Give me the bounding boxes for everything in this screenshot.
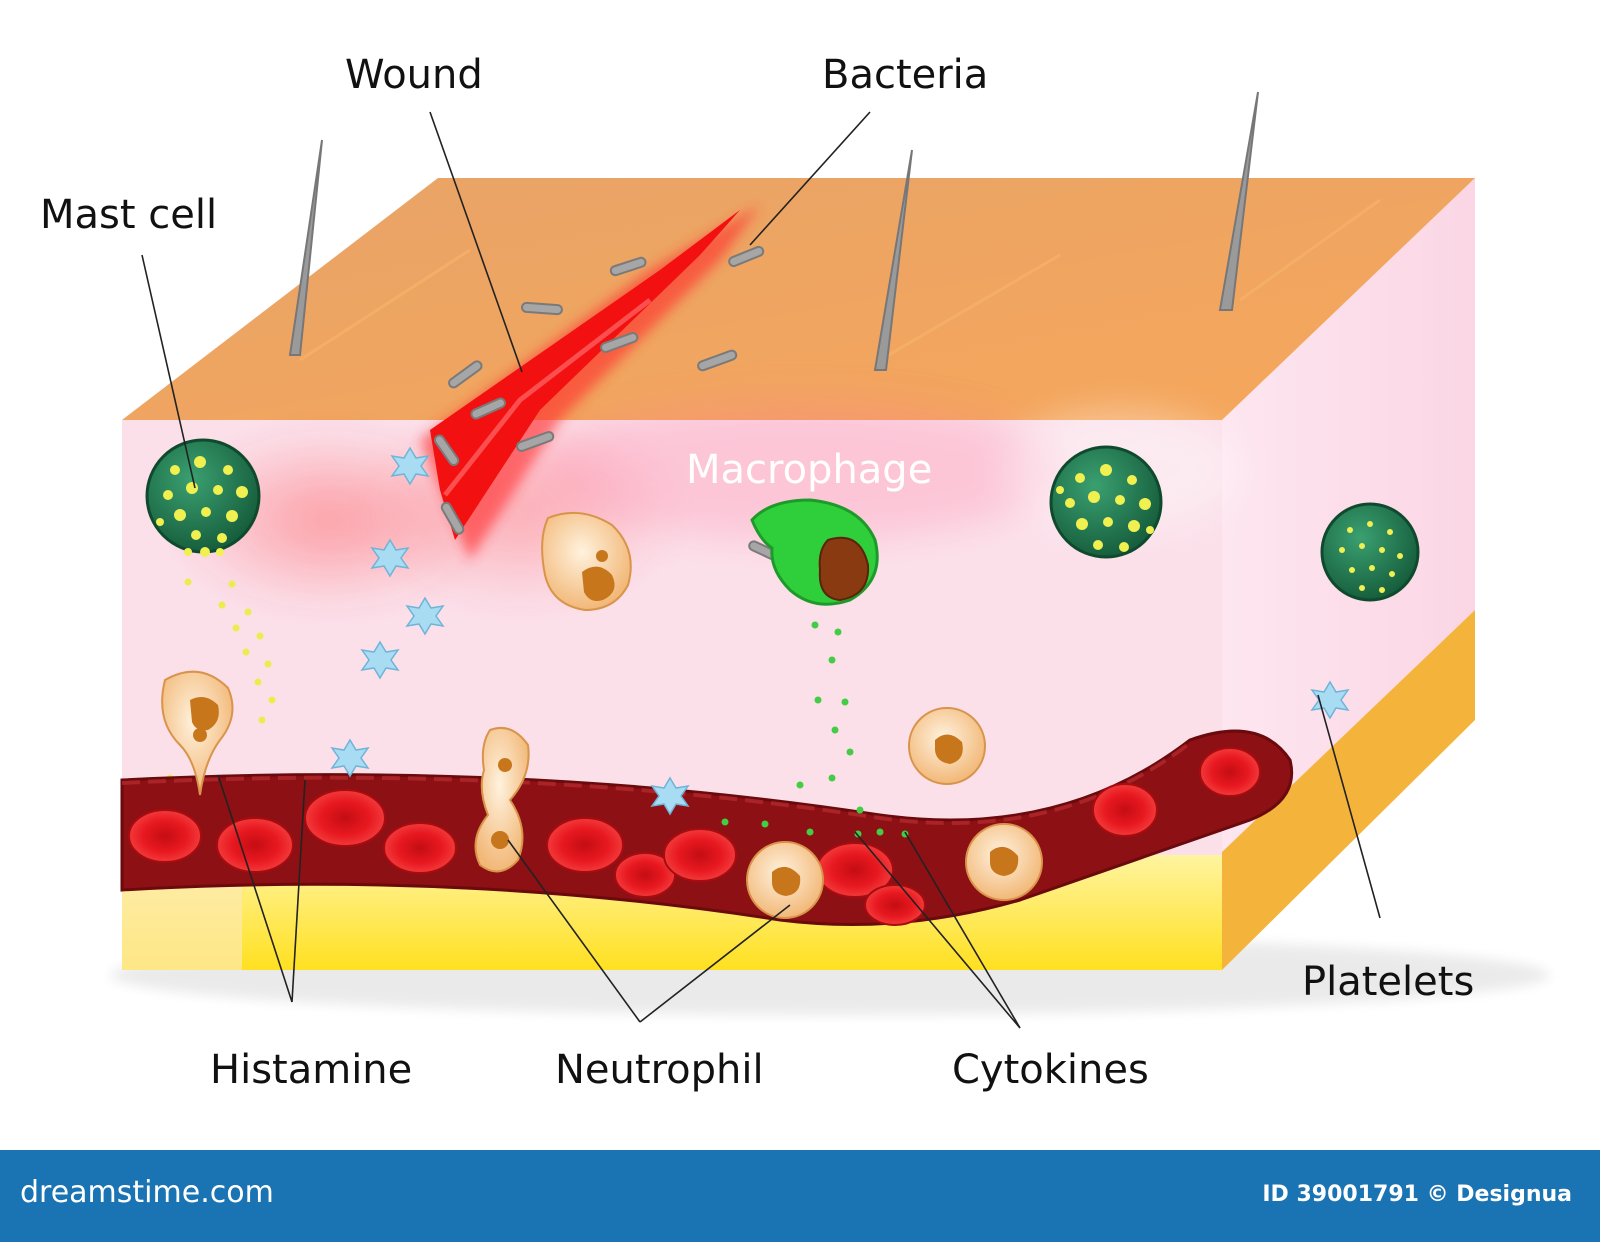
neutrophil <box>161 670 234 796</box>
label-bacteria: Bacteria <box>822 52 989 98</box>
leader-lines <box>141 111 1381 1029</box>
platelets <box>330 446 1350 816</box>
mast-cell <box>145 438 261 557</box>
footer-logo[interactable]: dreamstime.com <box>20 1175 274 1210</box>
label-wound: Wound <box>345 52 483 98</box>
label-neutrophil: Neutrophil <box>555 1047 764 1093</box>
skin-top-face <box>122 178 1475 420</box>
hair <box>1218 91 1259 311</box>
neutrophil <box>965 823 1043 901</box>
fat-right-face <box>1222 610 1475 970</box>
neutrophil <box>908 707 986 785</box>
label-platelets: Platelets <box>1302 959 1475 1005</box>
label-cytokines: Cytokines <box>952 1047 1149 1093</box>
label-mast-cell: Mast cell <box>40 192 218 238</box>
label-histamine: Histamine <box>210 1047 413 1093</box>
wound <box>420 205 760 560</box>
neutrophil <box>746 841 824 919</box>
footer-credit: ID 39001791 © Designua <box>1262 1182 1572 1207</box>
hair <box>288 139 323 356</box>
neutrophil <box>474 726 530 873</box>
mast-cell <box>1049 445 1163 559</box>
macrophage <box>750 498 879 606</box>
hair <box>873 149 913 371</box>
label-macrophage: Macrophage <box>686 447 933 493</box>
mast-cell <box>1320 502 1420 602</box>
inflammation-diagram <box>110 91 1550 1029</box>
footer-bar: dreamstime.com ID 39001791 © Designua <box>0 1150 1600 1242</box>
red-blood-cells <box>128 747 1261 926</box>
neutrophil <box>541 511 632 612</box>
